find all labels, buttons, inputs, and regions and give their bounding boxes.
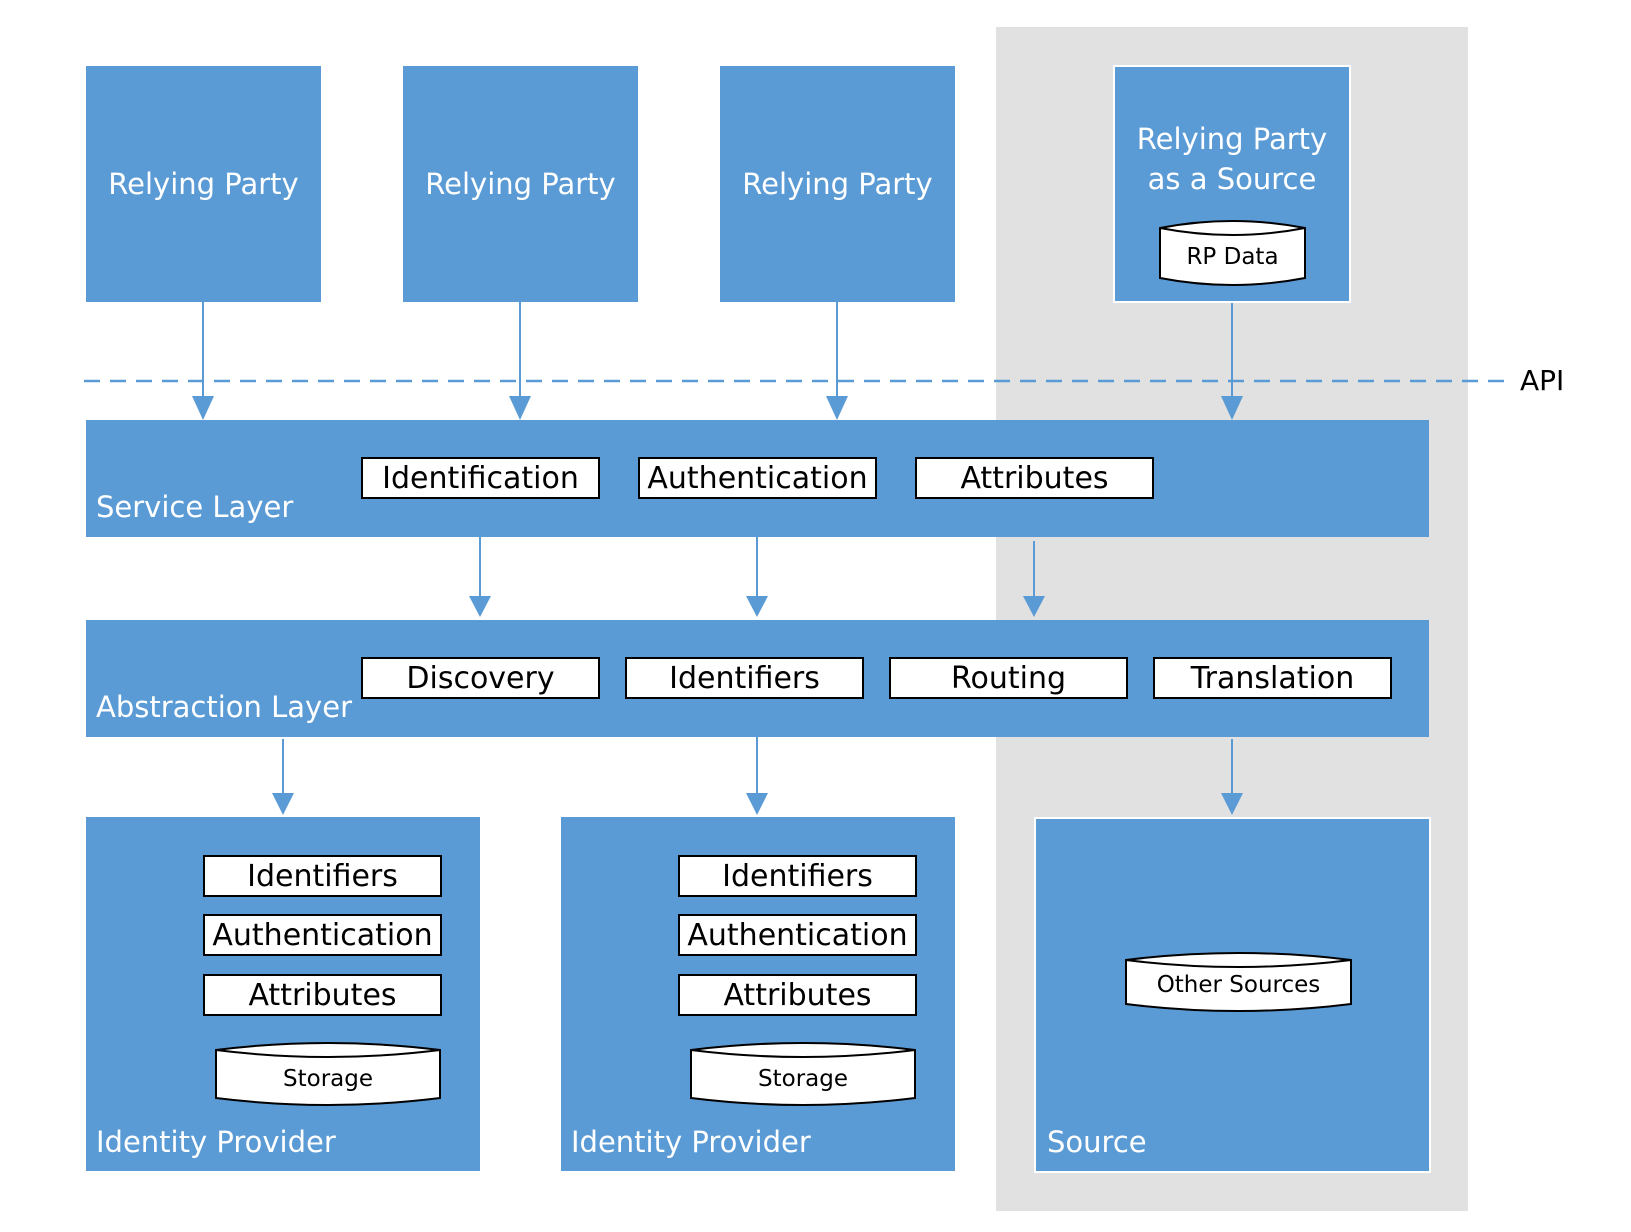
arrow-head — [746, 793, 768, 815]
idp-authentication-box[interactable]: Authentication — [678, 914, 917, 956]
service-attributes-box[interactable]: Attributes — [915, 457, 1154, 499]
idp-storage-label: Storage — [283, 1066, 373, 1092]
relying-party-source-title-line1: Relying Party — [1136, 122, 1328, 156]
idp-authentication-box[interactable]: Authentication — [203, 914, 442, 956]
idp-storage: Storage — [689, 1040, 917, 1110]
idp-storage-label: Storage — [758, 1066, 848, 1092]
arrow-head — [272, 793, 294, 815]
rp-data-label: RP Data — [1186, 244, 1279, 270]
cylinder-icon — [1125, 952, 1352, 1012]
service-identification-box[interactable]: Identification — [361, 457, 600, 499]
rp-data-store: RP Data — [1158, 218, 1307, 290]
arrow-head — [469, 596, 491, 617]
other-sources-label: Other Sources — [1156, 972, 1321, 998]
relying-party-label: Relying Party — [108, 167, 299, 201]
other-sources-store: Other Sources — [1124, 950, 1353, 1016]
cylinder-icon — [215, 1042, 441, 1106]
relying-party-box[interactable]: Relying Party — [86, 66, 321, 302]
relying-party-box[interactable]: Relying Party — [403, 66, 638, 302]
relying-party-box[interactable]: Relying Party — [720, 66, 955, 302]
abstraction-translation-box[interactable]: Translation — [1153, 657, 1392, 699]
service-layer-label: Service Layer — [96, 490, 294, 524]
arrow-head — [509, 396, 531, 420]
idp-storage: Storage — [214, 1040, 442, 1110]
abstraction-identifiers-box[interactable]: Identifiers — [625, 657, 864, 699]
relying-party-source-title-line2: as a Source — [1147, 162, 1317, 196]
api-label: API — [1520, 364, 1565, 397]
identity-provider-label: Identity Provider — [96, 1125, 336, 1159]
idp-attributes-box[interactable]: Attributes — [203, 974, 442, 1016]
idp-attributes-box[interactable]: Attributes — [678, 974, 917, 1016]
arrow-head — [826, 396, 848, 420]
abstraction-routing-box[interactable]: Routing — [889, 657, 1128, 699]
idp-identifiers-box[interactable]: Identifiers — [203, 855, 442, 897]
source-label: Source — [1047, 1125, 1147, 1159]
relying-party-source-box[interactable]: Relying Party as a Source — [1113, 65, 1351, 303]
relying-party-source-title: Relying Party as a Source — [1115, 119, 1349, 199]
identity-provider-label: Identity Provider — [571, 1125, 811, 1159]
cylinder-icon — [1159, 220, 1306, 286]
arrow-head — [746, 596, 768, 617]
abstraction-discovery-box[interactable]: Discovery — [361, 657, 600, 699]
service-authentication-box[interactable]: Authentication — [638, 457, 877, 499]
cylinder-icon — [690, 1042, 916, 1106]
idp-identifiers-box[interactable]: Identifiers — [678, 855, 917, 897]
abstraction-layer-label: Abstraction Layer — [96, 690, 352, 724]
relying-party-label: Relying Party — [425, 167, 616, 201]
relying-party-label: Relying Party — [742, 167, 933, 201]
arrow-head — [192, 396, 214, 420]
